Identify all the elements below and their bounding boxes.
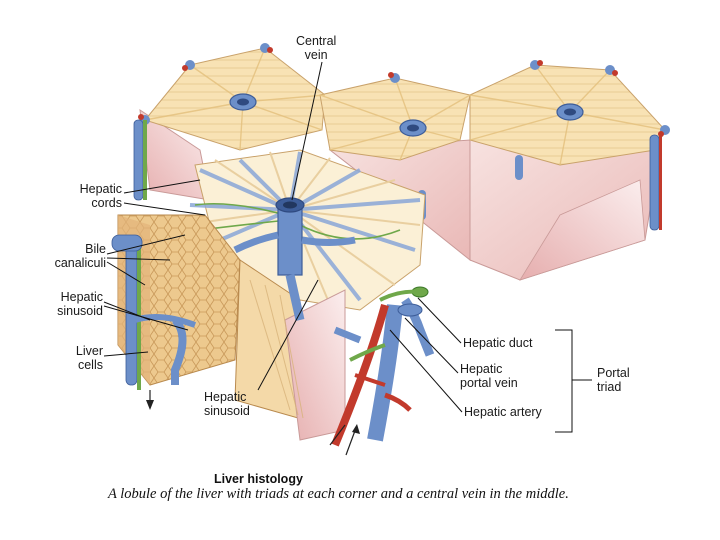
corner-triads [138, 43, 670, 137]
label-portal-triad: Portal triad [597, 366, 630, 394]
label-hepatic-duct: Hepatic duct [463, 336, 533, 350]
label-liver-cells: Liver cells [75, 344, 103, 372]
leader-lines [103, 61, 592, 433]
label-hepatic-portal-vein: Hepatic portal vein [460, 362, 518, 390]
label-hepatic-sinusoid-left: Hepatic sinusoid [57, 290, 103, 318]
lobule-top-faces [144, 47, 666, 166]
label-hepatic-artery: Hepatic artery [464, 405, 542, 419]
caption-title: Liver histology [214, 472, 303, 486]
label-hepatic-sinusoid-bottom: Hepatic sinusoid [204, 390, 250, 418]
cutaway-lobule [111, 149, 435, 456]
caption-text: A lobule of the liver with triads at eac… [108, 486, 569, 502]
label-hepatic-cords: Hepatic cords [79, 182, 122, 210]
label-bile-canaliculi: Bile canaliculi [54, 242, 106, 270]
label-central-vein: Central vein [296, 34, 337, 62]
